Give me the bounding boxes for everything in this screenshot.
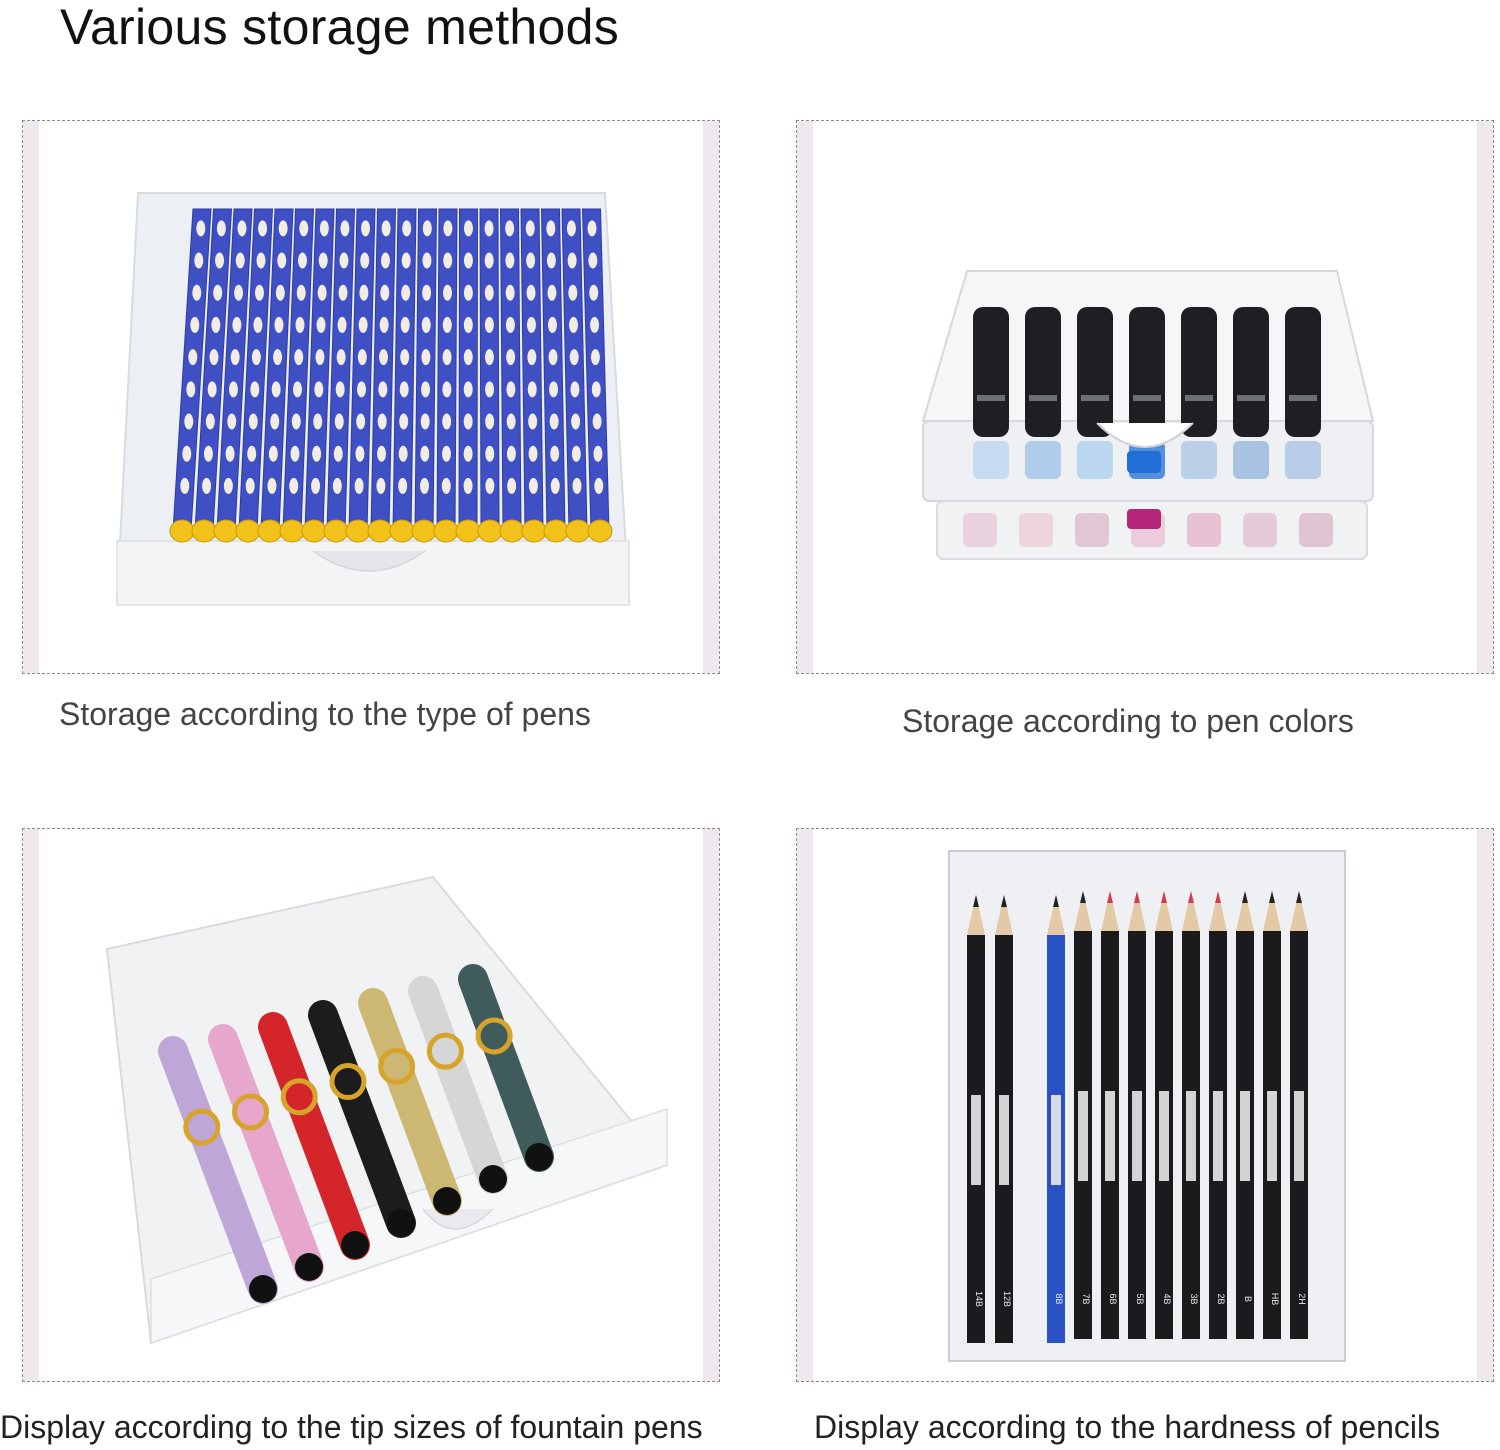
- marker-cap: [1299, 513, 1333, 547]
- pencil-grade-label: HB: [1270, 1293, 1280, 1306]
- marker: [1285, 307, 1321, 479]
- fountain-pens-tray-photo: [105, 875, 669, 1345]
- fountain-pen: [408, 976, 508, 1194]
- marker-cap: [1075, 513, 1109, 547]
- sketch-pencil: 6B: [1101, 891, 1119, 1339]
- blue-pencil: [191, 208, 233, 543]
- blue-pencil: [169, 208, 212, 543]
- blue-pencil: [520, 208, 547, 543]
- blue-pencil: [477, 208, 503, 543]
- pencil-grade-label: 5B: [1135, 1293, 1145, 1304]
- marker-cap: [1243, 513, 1277, 547]
- fountain-pen: [258, 1012, 370, 1260]
- blue-pencil: [257, 208, 294, 543]
- sketch-pencils-tray-photo: 14B 12B 8B 7B 6B 5B 4B 3B 2B B HB 2H: [948, 850, 1346, 1362]
- fountain-pen: [158, 1036, 278, 1304]
- blue-pencil: [581, 208, 613, 543]
- sketch-pencil: 8B: [1047, 895, 1065, 1343]
- caption-fountain-pens: Display according to the tip sizes of fo…: [0, 1409, 703, 1445]
- blue-pencil: [411, 208, 438, 543]
- fountain-pen: [308, 1000, 416, 1238]
- blue-pencil: [213, 208, 253, 543]
- marker: [1025, 307, 1061, 479]
- blue-pencil: [279, 208, 315, 543]
- blue-pencil: [433, 208, 459, 543]
- sketch-pencil: 2H: [1290, 891, 1308, 1339]
- pencil-grade-label: 2B: [1216, 1293, 1226, 1304]
- pencil-grade-label: 12B: [1002, 1291, 1012, 1307]
- pencil-grade-label: 2H: [1297, 1293, 1307, 1305]
- sketch-pencil: 14B: [967, 895, 985, 1343]
- page-title: Various storage methods: [60, 0, 620, 55]
- marker-cap: [963, 513, 997, 547]
- sketch-pencil: 2B: [1209, 891, 1227, 1339]
- blue-pencil: [323, 208, 356, 543]
- sketch-pencil: 12B: [995, 895, 1013, 1343]
- marker: [973, 307, 1009, 479]
- blue-pencil: [367, 208, 397, 543]
- sketch-pencil: 7B: [1074, 891, 1092, 1339]
- sketch-pencil: 3B: [1182, 891, 1200, 1339]
- blue-pencil: [301, 208, 335, 543]
- caption-pencil-hardness: Display according to the hardness of pen…: [814, 1409, 1441, 1445]
- marker: [1233, 307, 1269, 479]
- blue-pencil: [235, 208, 274, 543]
- marker: [1077, 307, 1113, 479]
- sketch-pencil: 4B: [1155, 891, 1173, 1339]
- blue-pencil: [499, 208, 525, 543]
- image-panel-pencil-hardness: 14B 12B 8B 7B 6B 5B 4B 3B 2B B HB 2H: [796, 828, 1494, 1382]
- fountain-pen: [358, 988, 462, 1216]
- fountain-pen: [208, 1024, 324, 1282]
- image-panel-fountain-pens: [22, 828, 720, 1382]
- pencil-grade-label: 4B: [1162, 1293, 1172, 1304]
- pencil-grade-label: 3B: [1189, 1293, 1199, 1304]
- pencil-grade-label: B: [1243, 1296, 1253, 1302]
- marker: [1181, 307, 1217, 479]
- sketch-pencil: 5B: [1128, 891, 1146, 1339]
- caption-pen-type: Storage according to the type of pens: [59, 696, 591, 732]
- blue-pencil: [345, 208, 376, 543]
- pencil-grade-label: 7B: [1081, 1293, 1091, 1304]
- image-panel-pen-colors: [796, 120, 1494, 674]
- image-panel-pen-type: [22, 120, 720, 674]
- blue-pencils-tray-photo: [115, 192, 631, 606]
- marker-cap: [1187, 513, 1221, 547]
- sketch-pencil: HB: [1263, 891, 1281, 1339]
- blue-pencil: [540, 208, 569, 543]
- pencil-grade-label: 8B: [1054, 1293, 1064, 1304]
- blue-pencil: [561, 208, 591, 543]
- marker-cap: [1019, 513, 1053, 547]
- sketch-pencil: B: [1236, 891, 1254, 1339]
- fountain-pen: [458, 964, 554, 1172]
- blue-pencil: [389, 208, 417, 543]
- caption-pen-colors: Storage according to pen colors: [902, 703, 1354, 739]
- blue-pencil: [455, 208, 481, 543]
- pencil-grade-label: 6B: [1108, 1293, 1118, 1304]
- pencil-grade-label: 14B: [974, 1291, 984, 1307]
- stacked-marker-drawers-photo: [921, 270, 1375, 560]
